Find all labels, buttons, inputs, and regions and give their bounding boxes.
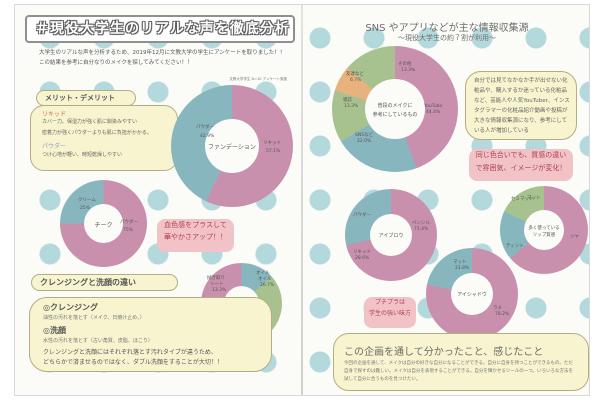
- merit-demerit-title: メリット・デメリット: [36, 90, 136, 106]
- cheek-donut-hole: [84, 204, 123, 243]
- powder-text-1: つけ心地が軽い、時短乾燥しやすい: [42, 152, 122, 158]
- right-page-subheading: 〜現役大学生の約７割が利用〜: [398, 34, 496, 42]
- eyebrow-donut-hole: [370, 214, 412, 256]
- cheek-note-line-2: 華やかさアップ！！: [164, 233, 227, 241]
- sns-donut-chart: 普段のメイクに 参考にしているもの その他 13.3% 友達など 6.7% 雑誌…: [332, 46, 458, 172]
- lip-note-line-2: で雰囲気、イメージが変化！: [475, 164, 567, 172]
- sns-center-label-1: 普段のメイクに: [377, 103, 413, 109]
- cleansing-difference-box: ◎クレンジング 油性の汚れを落とす（メイク、日焼け止め、） ◎洗顔 水性の汚れを…: [29, 297, 272, 372]
- eyebrow-powder-label: パウダー: [353, 213, 371, 218]
- right-page-heading: SNS やアプリなどが主な情報収集源: [365, 23, 529, 34]
- cheek-powder-value: 75%: [123, 228, 134, 233]
- left-page: ＃現役大学生のリアルな声を徹底分析 大学生のリアルな声を分析するため、2019年…: [15, 5, 301, 395]
- sns-other-value: 13.3%: [401, 68, 416, 73]
- eyebrow-pencil-label: ペンシル: [412, 221, 430, 226]
- cleansing-oil-value: 26.7%: [260, 283, 275, 288]
- eyeshadow-matte-value: 21.8%: [455, 266, 470, 271]
- eyeshadow-glitter-value: 78.2%: [495, 312, 510, 317]
- eyebrow-donut-chart: アイブロウ パウダー ペンシル 71.4% リキッド 28.6%: [345, 189, 437, 281]
- cleansing-title: クレンジングと洗顔の違い: [31, 274, 178, 291]
- cleansing-oil-label-2: オイル: [258, 277, 272, 282]
- foundation-liquid-label: リキッド: [263, 141, 281, 146]
- cleansing-wipe-value: 13.3%: [212, 288, 227, 293]
- lip-note-line-1: 同じ色合いでも、質感の違い: [475, 151, 567, 159]
- cheek-note: 血色感をプラスして 華やかさアップ！！: [157, 219, 234, 252]
- cleansing-oil-label: オイル: [256, 271, 270, 276]
- eyeshadow-donut-chart: アイシャドウ ラメ 78.2% マット 21.8%: [426, 248, 518, 340]
- cleansing-wipe-label: 拭き取り: [207, 276, 225, 281]
- sns-other-label: その他: [398, 62, 412, 67]
- foundation-powder-label: パウダー: [196, 125, 214, 130]
- conclusion-title: この企画を通して分かったこと、感じたこと: [344, 347, 544, 358]
- eyebrow-liquid-label: リキッド: [353, 250, 371, 255]
- eyeshadow-center-label: アイシャドウ: [457, 292, 487, 298]
- cheek-cream-value: 25%: [80, 206, 91, 211]
- liquid-heading: リキッド: [42, 111, 67, 118]
- lip-note: 同じ色合いでも、質感の違い で雰囲気、イメージが変化！: [469, 149, 573, 181]
- sns-sns-value: 22.0%: [357, 139, 372, 144]
- petit-price-note: プチプラは 学生の強い味方: [364, 297, 416, 328]
- liquid-text-2: 密着力が強くパウダーよりも肌に負担がかかる。: [42, 130, 152, 136]
- eyeshadow-matte-label: マット: [453, 260, 467, 265]
- lip-center-label-1: 多く使っている: [528, 226, 560, 231]
- lip-semimatte-label: セミマット: [511, 197, 534, 202]
- powder-heading: パウダー: [42, 143, 67, 150]
- petit-price-line-1: プチプラは: [374, 299, 405, 306]
- foundation-donut-chart: ファンデーション パウダー 42.9% リキッド 57.1%: [171, 85, 293, 207]
- petit-price-line-2: 学生の強い味方: [368, 310, 411, 317]
- survey-credit: 文教大学学生 N=10 アンケート実施: [229, 77, 287, 81]
- conclusion-box: この企画を通して分かったこと、感じたこと 今回の企画を通して、メイクは自分の好き…: [333, 333, 589, 391]
- cheek-note-line-1: 血色感をプラスして: [164, 221, 227, 229]
- lip-center-label-2: リップ質感: [532, 233, 556, 238]
- page-gutter: [301, 5, 303, 395]
- sns-magazine-label: 雑誌: [343, 98, 352, 103]
- sns-donut-hole: [365, 79, 425, 139]
- cheek-powder-label: パウダー: [120, 220, 138, 225]
- foundation-center-label: ファンデーション: [208, 144, 256, 151]
- face-wash-heading: ◎洗顔: [43, 326, 66, 335]
- right-page: SNS やアプリなどが主な情報収集源 〜現役大学生の約７割が利用〜 普段のメイク…: [303, 5, 589, 395]
- cheek-center-label: チーク: [94, 222, 113, 229]
- cleansing-wipe-label-2: シート: [210, 282, 224, 287]
- cleansing-heading: ◎クレンジング: [43, 303, 98, 312]
- merit-demerit-box: リキッド カバー力、保湿力が強く肌に馴染みやすい 密着力が強くパウダーよりも肌に…: [30, 105, 178, 171]
- cheek-cream-label: クリーム: [78, 198, 96, 203]
- face-wash-description: 水性の汚れを落とす（古い角質、皮脂、ほこり）: [43, 338, 153, 344]
- eyeshadow-donut-hole: [451, 273, 493, 315]
- eyebrow-liquid-value: 28.6%: [355, 256, 370, 261]
- double-cleanse-text-1: クレンジングと洗顔にはそれぞれ落とす汚れタイプが違うため、: [43, 349, 217, 356]
- sns-youtube-label: YouTube: [424, 104, 443, 109]
- sns-comment-box: 自分では見てなかなか手が出せない化粧品や、購入するか迷っている化粧品など、芸能人…: [465, 71, 577, 140]
- magazine-spread: ＃現役大学生のリアルな声を徹底分析 大学生のリアルな声を分析するため、2019年…: [14, 4, 590, 396]
- lip-donut-hole: [524, 210, 564, 250]
- cleansing-description: 油性の汚れを落とす（メイク、日焼け止め、）: [43, 315, 145, 321]
- sns-sns-label: SNSなど: [355, 133, 374, 138]
- lip-matte-label: マット: [527, 196, 541, 201]
- lip-texture-donut-chart: 多く使っている リップ質感 セミマット マット ツヤ ティント: [500, 186, 588, 274]
- eyeshadow-glitter-label: ラメ: [493, 306, 502, 311]
- lip-tint-label: ティント: [506, 244, 524, 249]
- sns-center-label-2: 参考にしているもの: [372, 112, 418, 118]
- sns-comment-text: 自分では見てなかなか手が出せない化粧品や、購入するか迷っている化粧品など、芸能人…: [474, 78, 570, 134]
- lip-gloss-label: ツヤ: [570, 235, 579, 240]
- sns-friends-label: 友達など: [346, 72, 364, 77]
- eyebrow-center-label: アイブロウ: [378, 233, 404, 239]
- eyebrow-pencil-value: 71.4%: [414, 227, 429, 232]
- foundation-donut-hole: [205, 119, 259, 173]
- sns-youtube-value: 44.4%: [426, 110, 441, 115]
- intro-text: 大学生のリアルな声を分析するため、2019年12月に文教大学の学生にアンケートを…: [39, 50, 286, 66]
- cheek-donut-chart: チーク クリーム 25% パウダー 75%: [60, 180, 147, 267]
- sns-friends-value: 6.7%: [350, 78, 362, 83]
- conclusion-text: 今回の企画を通して、メイクは自分の好きな自分になることができる。自分に自身を持つ…: [344, 361, 574, 382]
- foundation-liquid-value: 57.1%: [266, 149, 281, 154]
- page-title: ＃現役大学生のリアルな声を徹底分析: [25, 15, 295, 43]
- liquid-text-1: カバー力、保湿力が強く肌に馴染みやすい: [42, 119, 138, 125]
- foundation-powder-value: 42.9%: [200, 134, 215, 139]
- sns-magazine-value: 13.3%: [344, 104, 359, 109]
- double-cleanse-text-2: どちらかで済ませるのではなく、ダブル洗顔をすることが大切！！: [43, 359, 223, 366]
